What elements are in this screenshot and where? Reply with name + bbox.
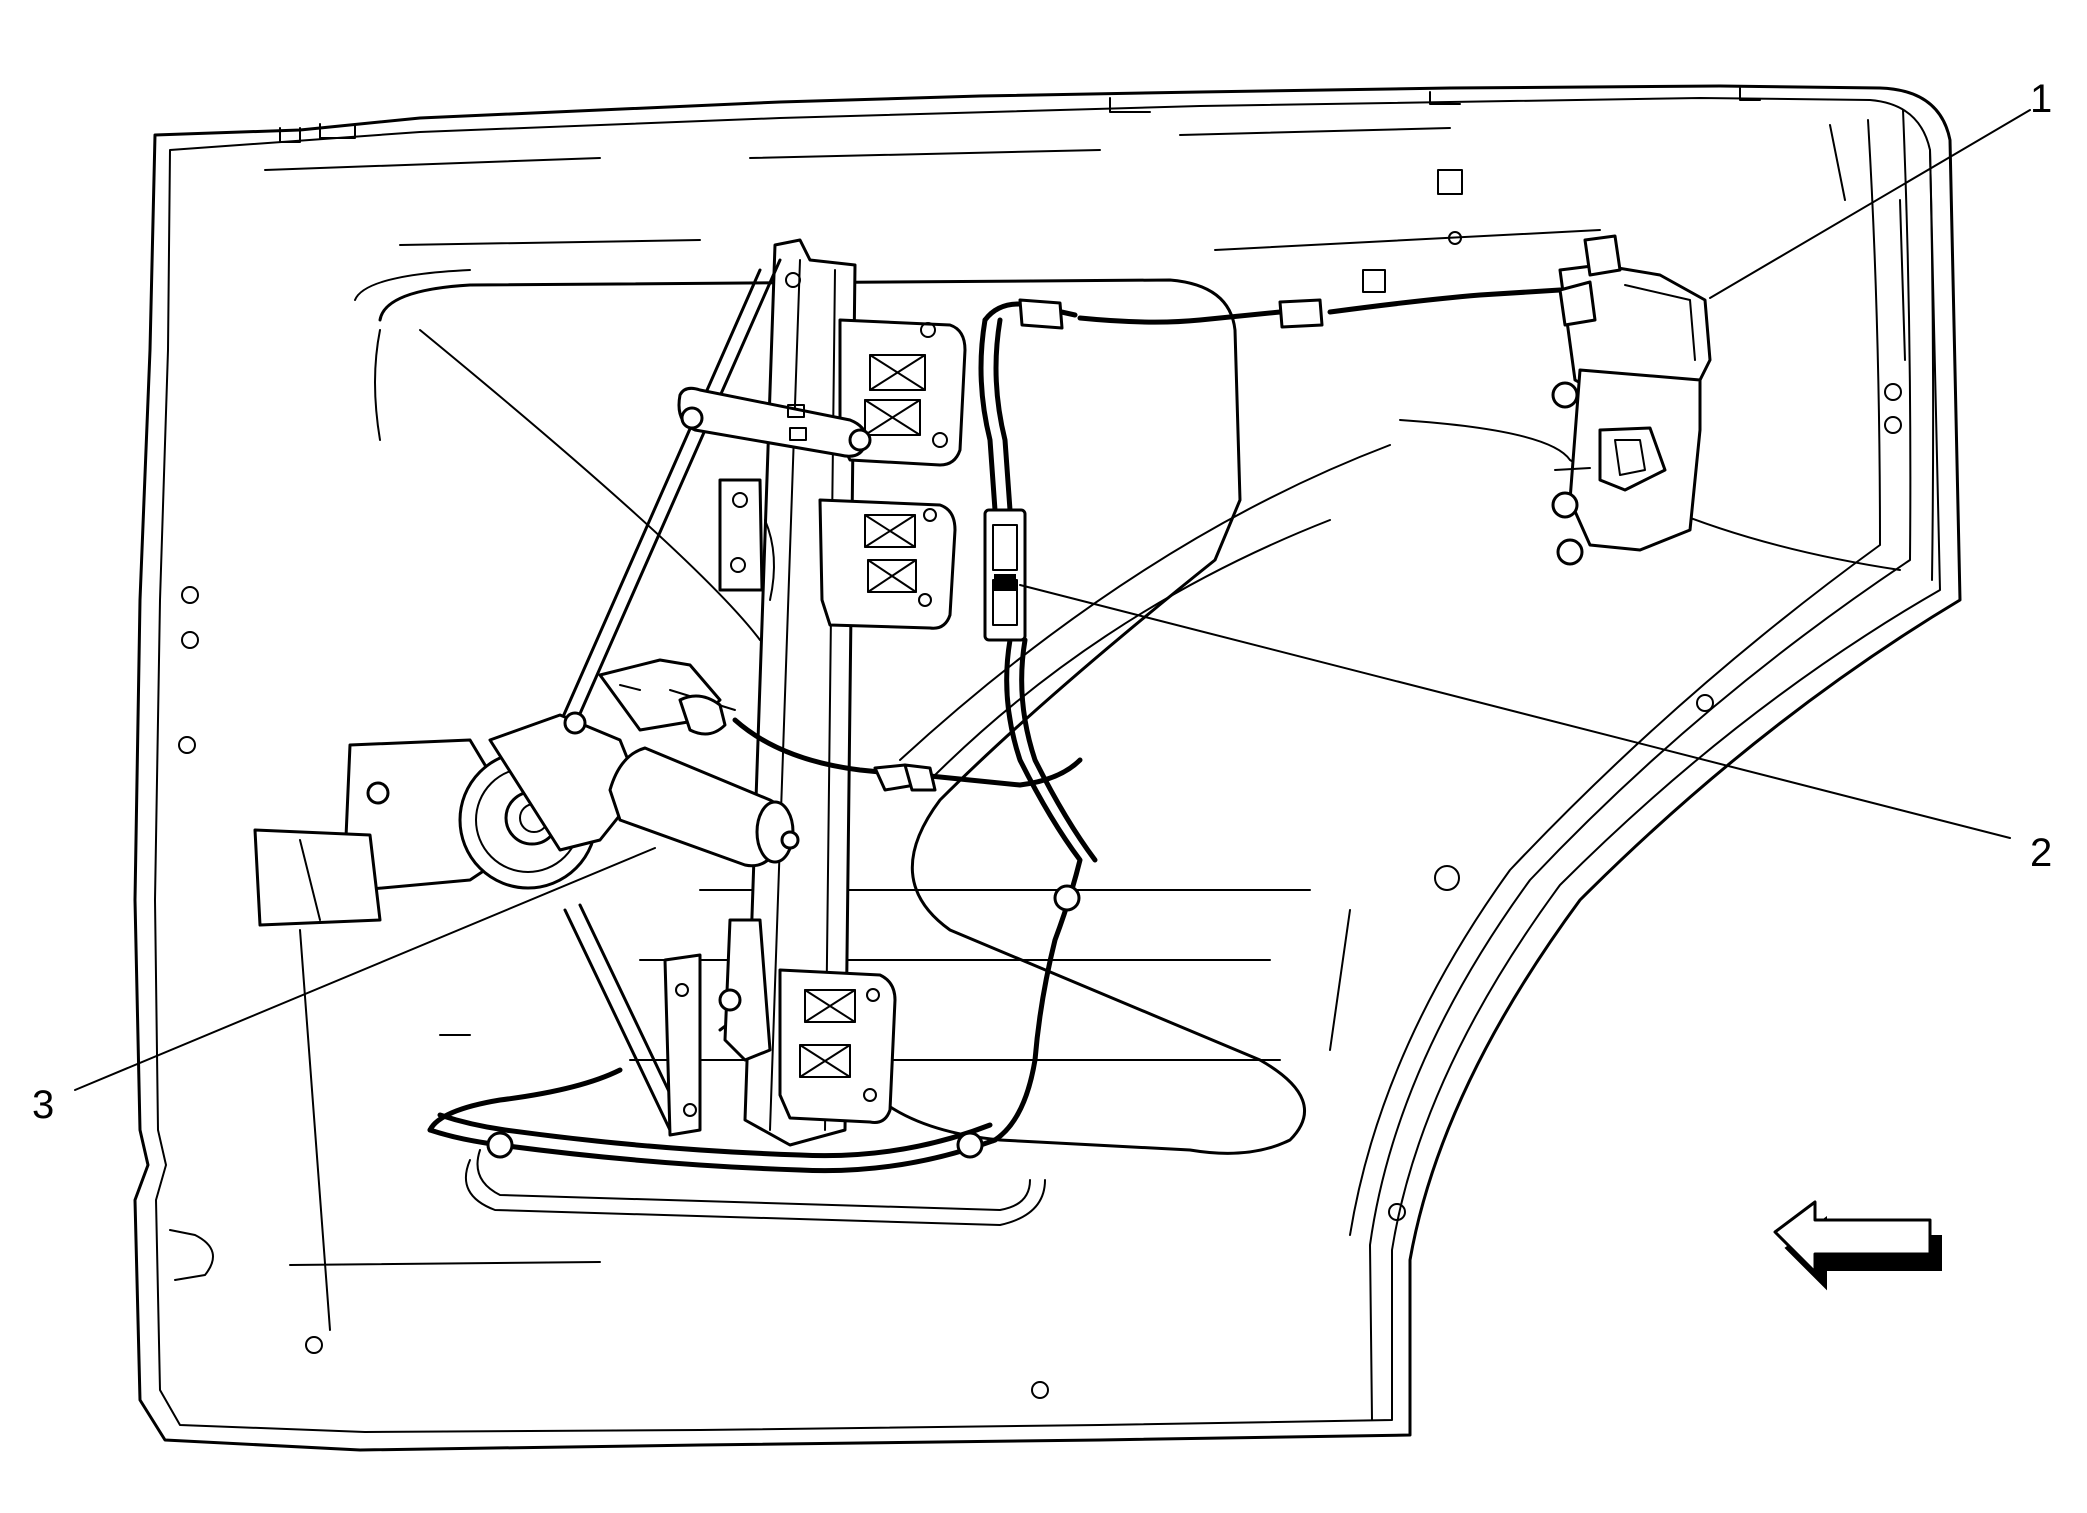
callout-1-number: 1 [2030, 77, 2052, 121]
callout-2-leader [1019, 584, 2011, 839]
lower-left-tab [169, 1034, 601, 1281]
callout-leaders [74, 109, 2031, 1091]
top-edge-notches [279, 87, 1761, 143]
callout-2-number: 2 [2030, 831, 2052, 875]
arrow-left-icon [1773, 1200, 1942, 1291]
regulator-bracket-middle [718, 478, 957, 630]
panel-holes [178, 169, 1902, 1399]
callout-3-number: 3 [32, 1083, 54, 1127]
regulator-bracket-upper [677, 318, 967, 467]
window-regulator-motor [253, 658, 800, 927]
callout-3-leader [74, 847, 656, 1091]
harness-connector [983, 508, 1027, 642]
door-inner-panel [133, 84, 1962, 1452]
regulator-bracket-lower [663, 918, 897, 1137]
door-lock-actuator [1551, 234, 1712, 566]
wiring-harness [427, 287, 1563, 1226]
callout-labels: 1 2 3 [32, 77, 2052, 1127]
callout-1-leader [1709, 109, 2031, 299]
access-opening [354, 269, 1307, 1155]
